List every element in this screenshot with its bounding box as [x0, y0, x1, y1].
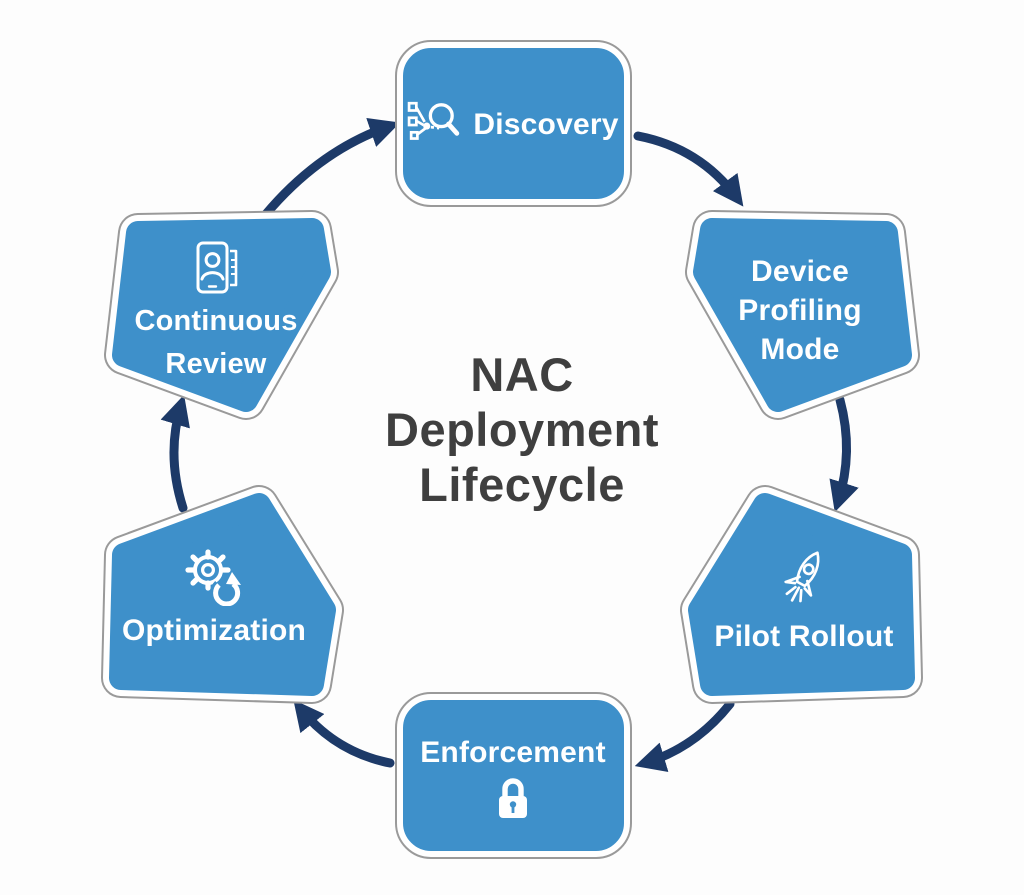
arrow-optimization-to-continuous-review: [160, 394, 190, 513]
arrow-discovery-to-device-profiling: [633, 131, 744, 207]
arrow-enforcement-to-optimization: [293, 699, 395, 768]
stage-shape-pilot-rollout: [680, 485, 923, 704]
stage-body-discovery: [403, 48, 624, 199]
stage-shape-enforcement: [395, 692, 632, 859]
stage-shape-discovery: [395, 40, 632, 207]
diagram-title-line1: NAC: [470, 348, 574, 401]
diagram-title-line2: Deployment: [385, 402, 659, 456]
stage-shape-continuous-review: [104, 210, 339, 420]
diagram-title-line3: Lifecycle: [419, 457, 625, 511]
stage-body-device-profiling: [693, 218, 912, 412]
arrow-pilot-rollout-to-enforcement: [634, 699, 735, 772]
arrow-device-profiling-to-pilot-rollout: [829, 395, 859, 513]
stage-body-enforcement: [403, 700, 624, 851]
stage-shape-optimization: [101, 485, 344, 704]
stage-shape-device-profiling: [685, 210, 920, 420]
stage-body-continuous-review: [112, 218, 331, 412]
diagram-title: NAC Deployment Lifecycle: [322, 348, 722, 513]
arrow-continuous-review-to-discovery: [261, 117, 401, 219]
